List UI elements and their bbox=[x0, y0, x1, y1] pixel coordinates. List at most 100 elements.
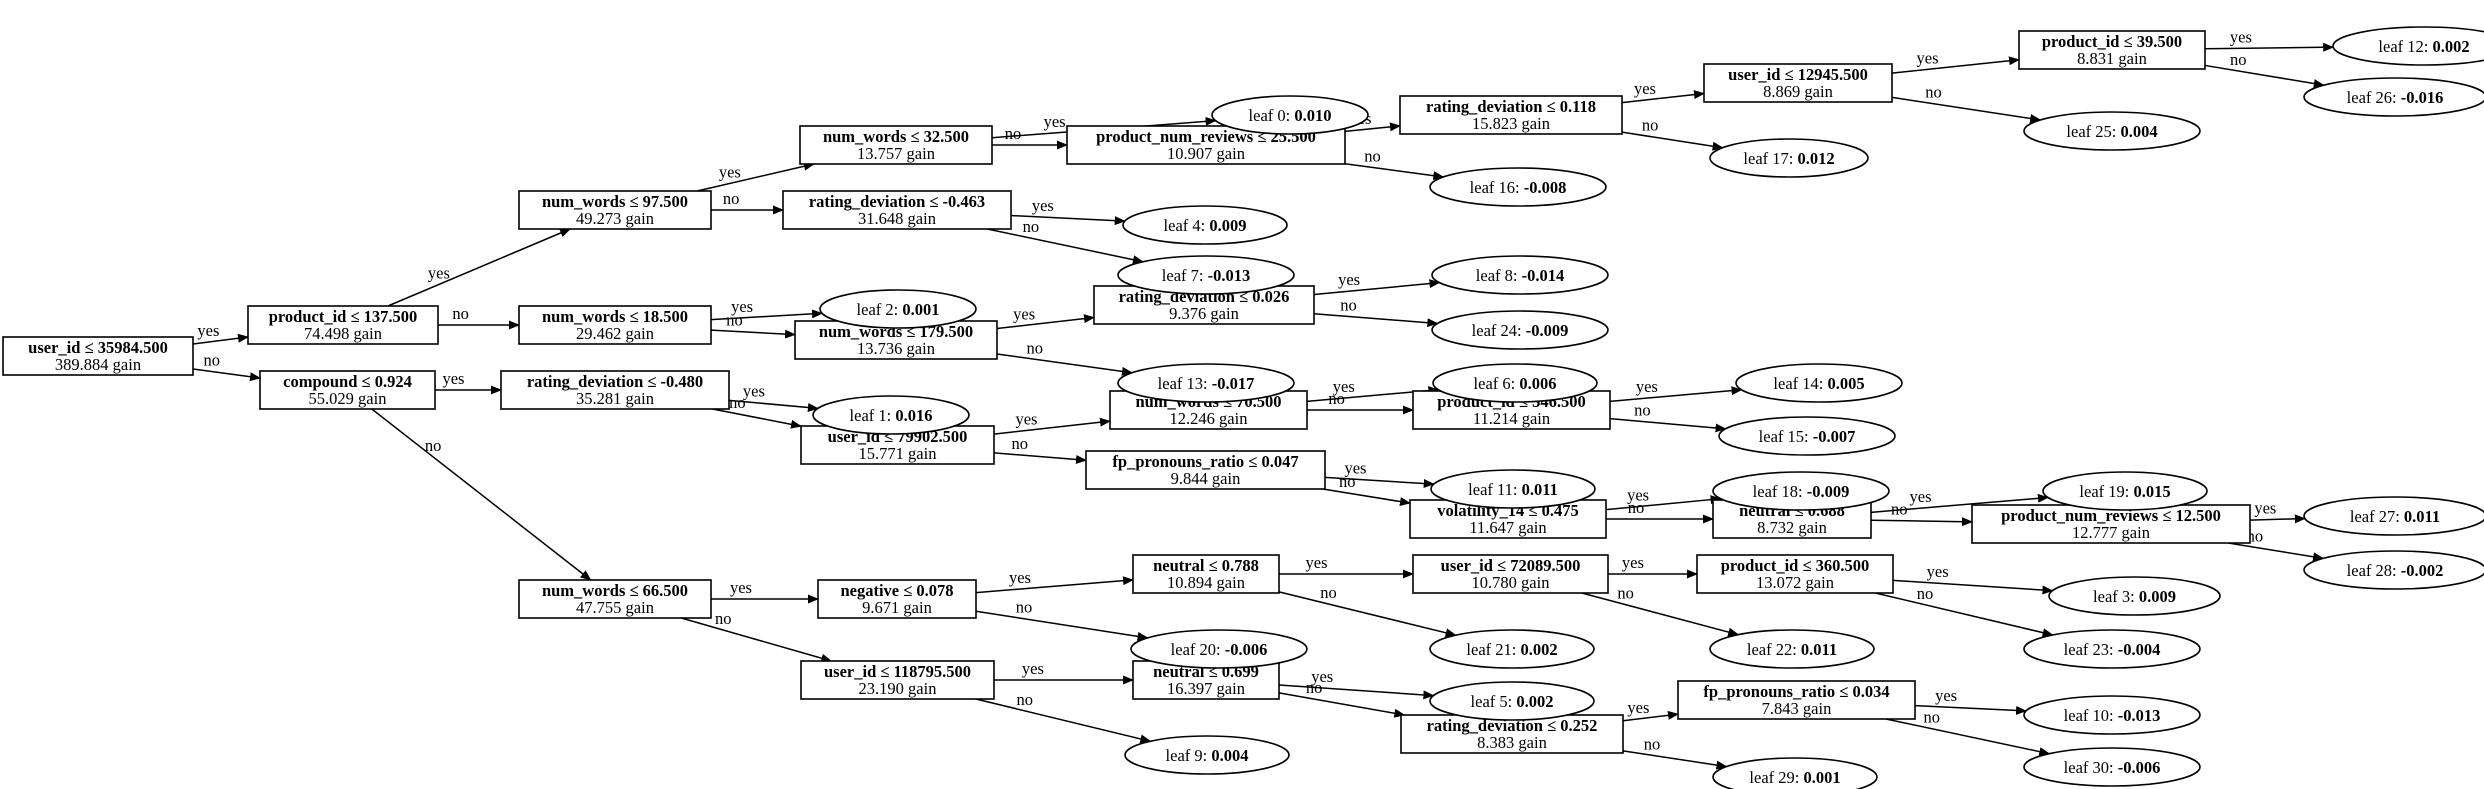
leaf-ellipse bbox=[1130, 629, 1308, 669]
edge-label: yes bbox=[743, 382, 765, 401]
split-condition: product_id ≤ 39.500 bbox=[2042, 32, 2182, 51]
leaf-node-l27: leaf 27: 0.011 bbox=[2303, 496, 2484, 536]
split-gain: 8.732 gain bbox=[1757, 518, 1827, 537]
leaf-index: leaf 16: bbox=[1470, 178, 1524, 197]
leaf-ellipse bbox=[1709, 138, 1869, 178]
leaf-value: 0.006 bbox=[1519, 374, 1556, 393]
edge-label: no bbox=[1339, 472, 1356, 491]
edge-n26-l3: yes bbox=[1892, 562, 2054, 595]
edge-arrow bbox=[1621, 90, 1705, 104]
leaf-node-l5: leaf 5: 0.002 bbox=[1429, 681, 1595, 721]
leaf-label: leaf 26: -0.016 bbox=[2347, 88, 2444, 107]
edge-n25-n29: no bbox=[1870, 500, 1973, 527]
split-gain: 10.907 gain bbox=[1167, 144, 1245, 163]
edge-label: no bbox=[1923, 708, 1940, 727]
edge-arrow bbox=[1324, 476, 1435, 488]
leaf-ellipse bbox=[2303, 77, 2484, 117]
leaf-index: leaf 5: bbox=[1471, 692, 1517, 711]
split-condition: user_id ≤ 72089.500 bbox=[1441, 556, 1581, 575]
edge-label: no bbox=[1016, 598, 1033, 617]
edge-label: no bbox=[2230, 50, 2247, 69]
edge-label: no bbox=[1617, 584, 1634, 603]
leaf-label: leaf 29: 0.001 bbox=[1749, 768, 1840, 787]
edge-arrow bbox=[1914, 704, 2028, 715]
edge-n13-l16: no bbox=[1344, 146, 1445, 181]
leaf-ellipse bbox=[1432, 363, 1598, 403]
edge-n22-n26: yes bbox=[1608, 553, 1698, 579]
leaf-label: leaf 11: 0.011 bbox=[1468, 480, 1558, 499]
edge-arrow bbox=[996, 353, 1133, 376]
leaf-ellipse bbox=[2023, 695, 2201, 735]
leaf-value: 0.002 bbox=[1520, 640, 1557, 659]
edge-label: no bbox=[1012, 434, 1029, 453]
edge-n6-n11: yes bbox=[711, 578, 819, 604]
split-node-box bbox=[2, 336, 194, 376]
leaf-label: leaf 2: 0.001 bbox=[857, 300, 940, 319]
leaf-label: leaf 25: 0.004 bbox=[2066, 122, 2157, 141]
edge-label: no bbox=[204, 351, 221, 370]
edge-label: yes bbox=[1927, 562, 1949, 581]
edge-n16-l11: yes bbox=[1324, 458, 1435, 488]
split-node-box bbox=[500, 370, 730, 410]
split-node-box bbox=[817, 579, 977, 619]
leaf-value: -0.007 bbox=[1813, 427, 1856, 446]
split-condition: rating_deviation ≤ 0.252 bbox=[1427, 716, 1598, 735]
edge-label: yes bbox=[442, 369, 464, 388]
edge-label: no bbox=[1917, 584, 1934, 603]
split-gain: 9.844 gain bbox=[1171, 469, 1241, 488]
leaf-label: leaf 23: -0.004 bbox=[2064, 640, 2161, 659]
edge-n27-l10: yes bbox=[1914, 686, 2028, 715]
edge-arrow bbox=[2204, 64, 2325, 88]
leaf-ellipse bbox=[1122, 205, 1288, 245]
edge-label: yes bbox=[1344, 458, 1366, 477]
leaf-value: 0.002 bbox=[1516, 692, 1553, 711]
split-gain: 16.397 gain bbox=[1167, 679, 1245, 698]
edge-label: yes bbox=[719, 162, 741, 181]
leaf-index: leaf 12: bbox=[2378, 37, 2432, 56]
leaf-ellipse bbox=[2042, 471, 2208, 511]
split-condition: fp_pronouns_ratio ≤ 0.047 bbox=[1112, 452, 1298, 471]
split-node-box bbox=[1703, 63, 1893, 103]
split-gain: 31.648 gain bbox=[858, 209, 936, 228]
leaf-index: leaf 18: bbox=[1753, 482, 1807, 501]
leaf-value: -0.006 bbox=[1225, 640, 1268, 659]
edge-arrow bbox=[1609, 417, 1727, 433]
edge-label: yes bbox=[2230, 27, 2252, 46]
leaf-ellipse bbox=[1735, 363, 1903, 403]
leaf-ellipse bbox=[1430, 469, 1596, 509]
edge-n12-l9: no bbox=[975, 690, 1152, 744]
leaf-label: leaf 9: 0.004 bbox=[1166, 746, 1249, 765]
edge-n16-n21: no bbox=[1322, 472, 1411, 506]
edge-label: no bbox=[452, 304, 469, 323]
edge-label: no bbox=[1634, 401, 1651, 420]
leaf-index: leaf 26: bbox=[2347, 88, 2401, 107]
split-gain: 9.671 gain bbox=[862, 598, 932, 617]
split-condition: num_words ≤ 18.500 bbox=[542, 307, 688, 326]
edge-label: no bbox=[1925, 83, 1942, 102]
leaf-label: leaf 8: -0.014 bbox=[1476, 266, 1564, 285]
split-gain: 13.757 gain bbox=[857, 144, 935, 163]
leaf-label: leaf 27: 0.011 bbox=[2350, 507, 2440, 526]
leaf-index: leaf 13: bbox=[1158, 374, 1212, 393]
leaf-node-l25: leaf 25: 0.004 bbox=[2023, 111, 2201, 151]
split-gain: 13.736 gain bbox=[857, 339, 935, 358]
edge-n28-l12: yes bbox=[2204, 27, 2335, 52]
leaf-label: leaf 22: 0.011 bbox=[1747, 640, 1837, 659]
edge-n23-n27: yes bbox=[1622, 698, 1679, 722]
edge-label: yes bbox=[197, 321, 219, 340]
leaf-node-l22: leaf 22: 0.011 bbox=[1709, 629, 1875, 669]
leaf-index: leaf 15: bbox=[1759, 427, 1813, 446]
split-gain: 15.771 gain bbox=[859, 444, 937, 463]
edge-n19-n24: yes bbox=[1621, 79, 1705, 104]
edge-n1-n4: no bbox=[438, 304, 520, 330]
split-condition: user_id ≤ 35984.500 bbox=[28, 338, 168, 357]
leaf-ellipse bbox=[1211, 95, 1369, 135]
leaf-node-l21: leaf 21: 0.002 bbox=[1429, 629, 1595, 669]
leaf-index: leaf 17: bbox=[1743, 149, 1797, 168]
